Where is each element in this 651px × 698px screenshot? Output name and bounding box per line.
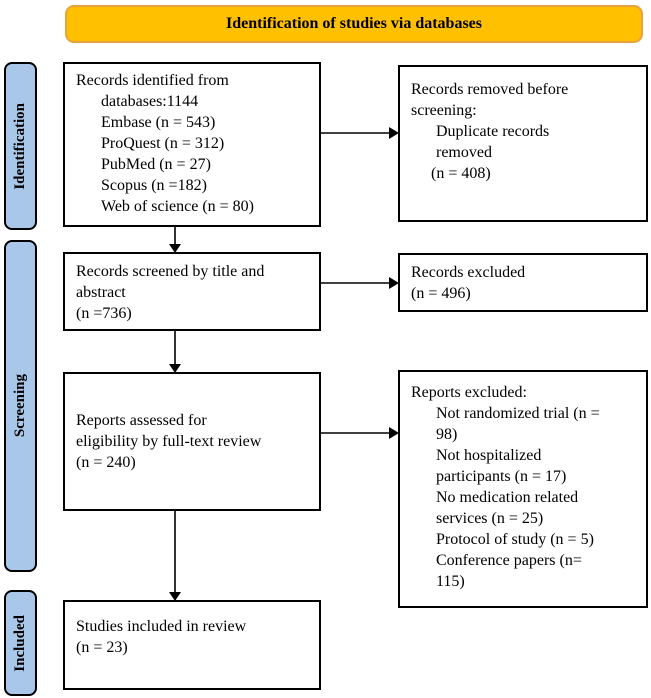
stage-label-screening-text: Screening xyxy=(12,374,28,438)
box-text-line: Web of science (n = 80) xyxy=(101,198,255,215)
stage-label-included-text: Included xyxy=(12,614,28,672)
box-text-line: Not hospitalized xyxy=(436,447,542,464)
diagram-title-text: Identification of studies via databases xyxy=(225,15,483,32)
box-text-line: Scopus (n =182) xyxy=(101,177,207,194)
box-text-line: Reports excluded: xyxy=(411,384,527,401)
box-records-identified: Records identified from databases:1144 E… xyxy=(63,62,321,227)
box-text-line: participants (n = 17) xyxy=(436,468,567,485)
box-text-line: ProQuest (n = 312) xyxy=(101,135,225,152)
box-text-line: (n = 23) xyxy=(76,639,128,656)
box-records-screened: Records screened by title and abstract (… xyxy=(63,252,321,331)
box-reports-excluded: Reports excluded: Not randomized trial (… xyxy=(398,370,648,608)
box-text-line: abstract xyxy=(76,284,126,301)
stage-label-identification: Identification xyxy=(4,62,37,230)
box-text-line: services (n = 25) xyxy=(436,510,544,527)
box-text-line: (n =736) xyxy=(76,305,132,322)
box-text-line: Embase (n = 543) xyxy=(101,114,216,131)
box-text-line: 98) xyxy=(436,426,458,443)
box-text-line: Records removed before xyxy=(411,81,569,98)
box-studies-included: Studies included in review (n = 23) xyxy=(63,600,321,690)
box-text-line: Duplicate records xyxy=(436,123,550,140)
box-records-removed: Records removed before screening: Duplic… xyxy=(398,65,648,222)
stage-label-included: Included xyxy=(4,590,37,696)
box-text-line: PubMed (n = 27) xyxy=(101,156,211,173)
box-text-line: Records identified from xyxy=(76,72,229,89)
arrow-assessed-to-included xyxy=(169,511,181,601)
arrow-screened-to-excluded xyxy=(321,277,399,289)
box-text-line: No medication related xyxy=(436,489,579,506)
stage-label-screening: Screening xyxy=(4,240,37,572)
arrow-identified-to-removed xyxy=(321,127,399,139)
box-text-line: removed xyxy=(436,144,492,161)
box-text-line: screening: xyxy=(411,102,477,119)
box-text-line: eligibility by full-text review xyxy=(76,433,262,450)
stage-label-identification-text: Identification xyxy=(12,102,28,190)
box-text-line: Records screened by title and xyxy=(76,263,265,280)
box-text-line: Conference papers (n= xyxy=(436,552,582,569)
box-text-line: 115) xyxy=(436,573,465,590)
box-text-line: Not randomized trial (n = xyxy=(436,405,600,422)
box-text-line: (n = 408) xyxy=(431,165,491,182)
box-text-line: (n = 240) xyxy=(76,454,136,471)
arrow-assessed-to-reports-excluded xyxy=(321,427,399,439)
box-text-line: (n = 496) xyxy=(411,285,471,302)
box-text-line: Protocol of study (n = 5) xyxy=(436,531,594,548)
diagram-title: Identification of studies via databases xyxy=(65,5,643,43)
box-records-excluded: Records excluded (n = 496) xyxy=(398,253,648,312)
arrow-identified-to-screened xyxy=(169,227,181,253)
box-reports-assessed: Reports assessed for eligibility by full… xyxy=(63,372,321,511)
box-text-line: databases:1144 xyxy=(101,93,199,110)
arrow-screened-to-assessed xyxy=(169,331,181,373)
box-text-line: Reports assessed for xyxy=(76,412,207,429)
box-text-line: Records excluded xyxy=(411,264,526,281)
box-text-line: Studies included in review xyxy=(76,618,247,635)
